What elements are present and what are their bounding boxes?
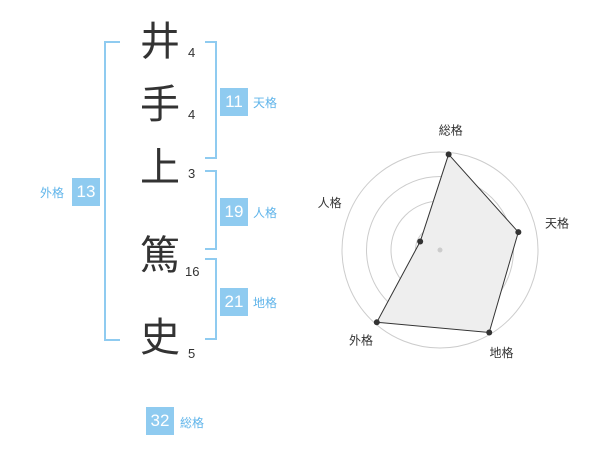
radar-outline <box>376 153 519 334</box>
name-char-3: 上 <box>140 145 180 191</box>
radar-points <box>373 151 522 336</box>
radar-point-2 <box>515 229 522 236</box>
stroke-count-4: 16 <box>185 264 200 279</box>
stroke-count-2: 4 <box>188 107 196 122</box>
stroke-count-5: 5 <box>188 346 196 361</box>
name-char-4: 篤 <box>140 233 180 279</box>
jinkaku-score: 19 <box>220 198 248 226</box>
stroke-count-3: 3 <box>188 166 196 181</box>
jinkaku-bracket <box>205 170 217 250</box>
radar-axis-label-1: 総格 <box>439 122 463 137</box>
gaikaku-bracket <box>104 41 120 341</box>
radar-point-3 <box>486 329 493 336</box>
soukaku-score: 32 <box>146 407 174 435</box>
chikaku-score: 21 <box>220 288 248 316</box>
gaikaku-label: 外格 <box>40 186 65 200</box>
radar-point-4 <box>373 319 380 326</box>
radar-axis-label-5: 人格 <box>318 195 342 210</box>
radar-axis-label-4: 外格 <box>349 332 373 347</box>
jinkaku-label: 人格 <box>253 206 278 220</box>
name-char-1: 井 <box>140 19 180 65</box>
stroke-count-1: 4 <box>188 45 196 60</box>
tenkaku-bracket <box>205 41 217 159</box>
name-char-2: 手 <box>140 82 180 128</box>
soukaku-label: 総格 <box>180 416 205 430</box>
chikaku-bracket <box>205 258 217 340</box>
tenkaku-label: 天格 <box>253 96 278 110</box>
name-char-5: 史 <box>140 315 180 361</box>
gaikaku-score: 13 <box>72 178 100 206</box>
radar-ring <box>341 151 539 349</box>
radar-area <box>376 154 519 333</box>
radar-point-1 <box>445 151 452 158</box>
radar-point-5 <box>417 238 424 245</box>
chikaku-label: 地格 <box>253 296 278 310</box>
radar-axis-label-3: 地格 <box>490 345 514 360</box>
tenkaku-score: 11 <box>220 88 248 116</box>
radar-axis-label-2: 天格 <box>545 215 569 230</box>
radar-center <box>437 247 443 253</box>
